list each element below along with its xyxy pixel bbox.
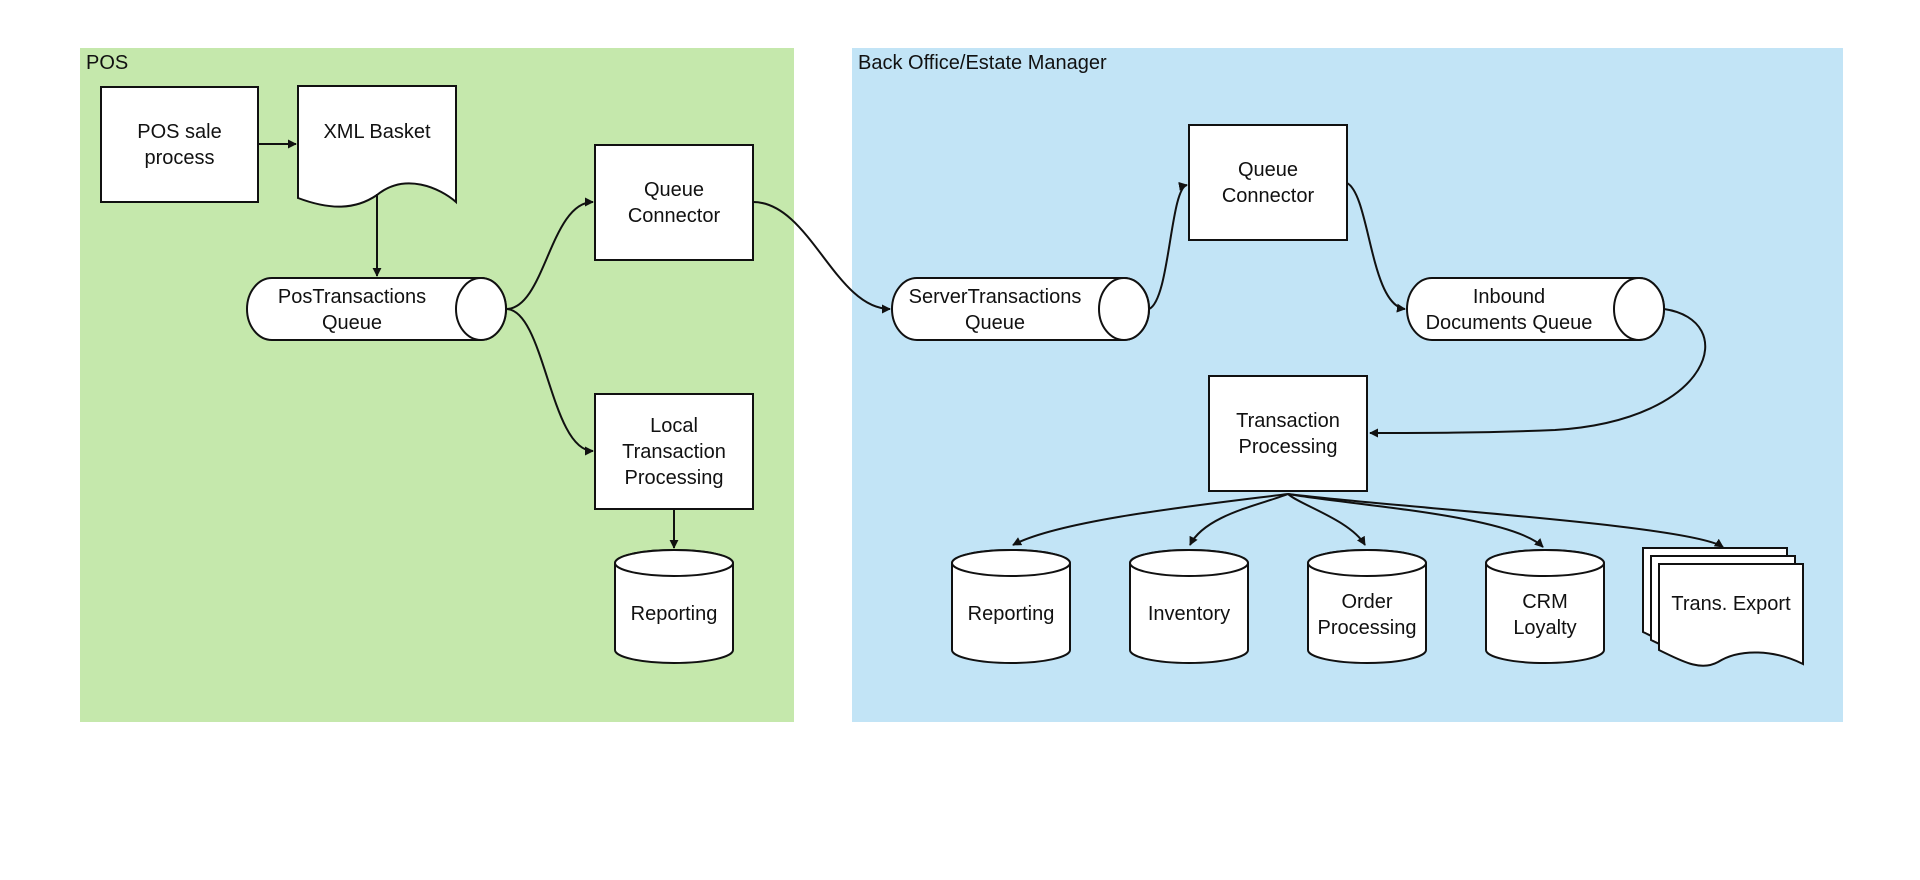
edge-pos-queue-to-local-processing: [505, 308, 594, 456]
inbound-documents-queue-cap: [1613, 277, 1665, 341]
pos-transactions-queue-label: PosTransactions Queue: [277, 286, 427, 334]
edge-server-queue-to-bo-connector: [1148, 182, 1188, 310]
local-transaction-processing-box: Local Transaction Processing: [594, 393, 754, 510]
trans-export-label: Trans. Export: [1671, 593, 1791, 615]
order-processing-database-top: [1307, 549, 1427, 577]
xml-basket-label: XML Basket: [323, 121, 431, 143]
edge-processing-to-trans-export: [1287, 493, 1724, 548]
bo-reporting-database-top: [951, 549, 1071, 577]
pos-reporting-database-top: [614, 549, 734, 577]
pos-queue-connector-box: Queue Connector: [594, 144, 754, 261]
pos-reporting-label: Reporting: [630, 603, 718, 625]
inbound-documents-queue-label: Inbound Documents Queue: [1425, 286, 1593, 334]
edge-processing-to-bo-reporting: [1012, 493, 1289, 546]
bo-reporting-label: Reporting: [967, 603, 1055, 625]
transaction-processing-box: Transaction Processing: [1208, 375, 1368, 492]
backoffice-region-title: Back Office/Estate Manager: [858, 52, 1107, 74]
pos-sale-process-box: POS sale process: [100, 86, 259, 203]
pos-region-title: POS: [86, 52, 129, 74]
trans-export-document-front: [1658, 563, 1804, 667]
crm-loyalty-database-top: [1485, 549, 1605, 577]
server-transactions-queue-label: ServerTransactions Queue: [908, 286, 1082, 334]
edge-pos-connector-to-server-queue: [752, 201, 891, 314]
inventory-database-top: [1129, 549, 1249, 577]
bo-queue-connector-box: Queue Connector: [1188, 124, 1348, 241]
order-processing-label: Order Processing: [1317, 591, 1417, 639]
edge-pos-queue-to-connector: [505, 197, 594, 310]
edge-processing-to-crm-loyalty: [1287, 493, 1544, 548]
inventory-label: Inventory: [1147, 603, 1231, 625]
edge-processing-to-order-processing: [1287, 493, 1366, 546]
crm-loyalty-label: CRM Loyalty: [1513, 591, 1577, 639]
edge-inbound-queue-to-transaction-processing: [1369, 308, 1707, 438]
server-transactions-queue-cap: [1098, 277, 1150, 341]
edge-processing-to-inventory: [1189, 493, 1289, 546]
edge-bo-connector-to-inbound-queue: [1346, 182, 1406, 313]
pos-transactions-queue-cap: [455, 277, 507, 341]
